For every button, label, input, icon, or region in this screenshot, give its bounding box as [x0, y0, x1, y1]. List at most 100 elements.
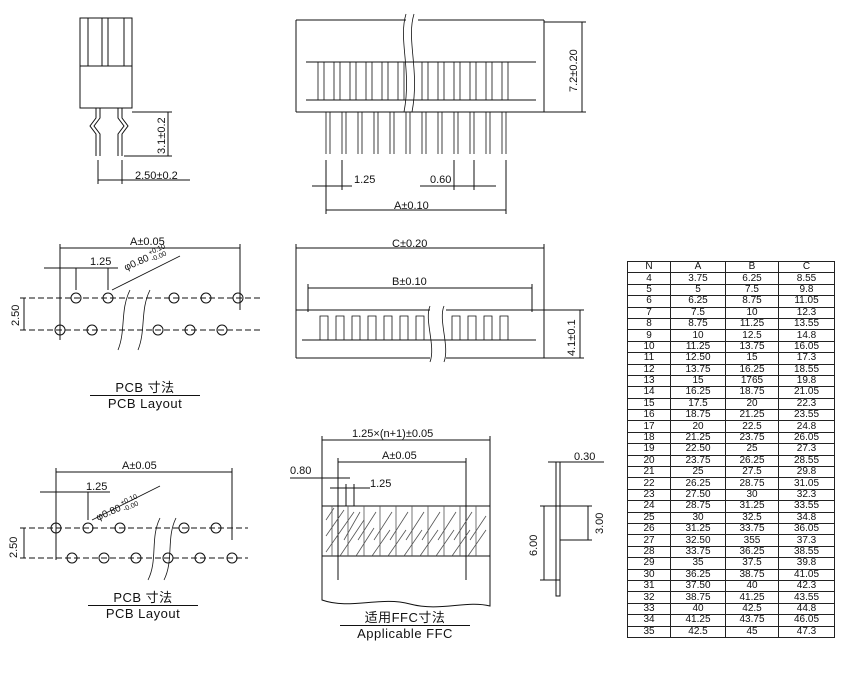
- table-cell: 32.5: [725, 511, 779, 525]
- pcb-lower-a-dim: A±0.05: [122, 460, 157, 472]
- table-cell: 11.25: [725, 317, 779, 331]
- table-cell: 26: [627, 522, 671, 536]
- table-cell: 15: [725, 352, 779, 365]
- table-cell: 33.75: [670, 545, 726, 559]
- table-cell: 41.05: [778, 568, 835, 581]
- table-cell: 7.5: [670, 306, 726, 319]
- table-cell: 12.5: [725, 329, 779, 342]
- front-pin-width-dim: 0.60: [430, 174, 452, 186]
- table-cell: 29.8: [778, 466, 835, 479]
- table-cell: 10: [670, 329, 726, 342]
- table-cell: 36.25: [725, 545, 779, 559]
- table-cell: 13.75: [725, 340, 779, 354]
- table-cell: 17: [627, 420, 671, 433]
- table-cell: 46.05: [778, 614, 835, 627]
- table-cell: 5: [670, 283, 726, 297]
- table-cell: 45: [725, 625, 779, 638]
- table-cell: 26.05: [778, 431, 835, 445]
- table-cell: 42.5: [670, 625, 726, 638]
- ffc-width-dim: 1.25×(n+1)±0.05: [352, 428, 434, 440]
- table-cell: 28.55: [778, 454, 835, 468]
- table-cell: 32.3: [778, 488, 835, 502]
- table-cell: 23.75: [670, 454, 726, 468]
- ffc-a-dim: A±0.05: [382, 450, 417, 462]
- table-cell: 355: [725, 534, 779, 547]
- table-cell: 11: [627, 352, 671, 365]
- table-cell: 29: [627, 557, 671, 570]
- table-cell: 15: [627, 397, 671, 411]
- table-cell: 22.50: [670, 443, 726, 456]
- table-cell: 30: [627, 568, 671, 581]
- front-view: [295, 13, 586, 214]
- table-cell: 40: [670, 602, 726, 616]
- table-cell: 18.55: [778, 363, 835, 376]
- table-cell: 25: [627, 511, 671, 525]
- table-cell: 22.5: [725, 420, 779, 433]
- side-height-dim: 3.1±0.2: [156, 117, 168, 154]
- table-cell: 12.50: [670, 352, 726, 365]
- table-cell: 13.55: [778, 317, 835, 331]
- table-cell: 20: [670, 420, 726, 433]
- table-cell: 40: [725, 579, 779, 593]
- table-cell: 38.55: [778, 545, 835, 559]
- table-cell: 37.50: [670, 579, 726, 593]
- table-cell: 24: [627, 500, 671, 513]
- pcb-lower-caption-en: PCB Layout: [105, 606, 181, 621]
- table-cell: 24.8: [778, 420, 835, 433]
- table-cell: 16.25: [725, 363, 779, 376]
- table-cell: 28: [627, 545, 671, 559]
- table-cell: 31.05: [778, 477, 835, 490]
- table-cell: 33.55: [778, 500, 835, 513]
- front-a-dim: A±0.10: [394, 200, 429, 212]
- table-cell: 11.05: [778, 295, 835, 308]
- ffc-thickness-dim: 0.30: [574, 451, 596, 463]
- table-cell: 33: [627, 602, 671, 616]
- table-cell: 39.8: [778, 557, 835, 570]
- table-cell: 13: [627, 374, 671, 388]
- pcb-layout-lower: [20, 468, 248, 581]
- ffc-caption: 适用FFC寸法 Applicable FFC: [340, 610, 470, 641]
- table-cell: 4: [627, 272, 671, 285]
- table-cell: 17.5: [670, 397, 726, 411]
- table-cell: 30: [725, 488, 779, 502]
- table-cell: 10: [627, 340, 671, 354]
- table-cell: 8.55: [778, 272, 835, 285]
- table-cell: 38.75: [725, 568, 779, 581]
- table-cell: 9.8: [778, 283, 835, 297]
- table-cell: 23.75: [725, 431, 779, 445]
- table-cell: 9: [627, 329, 671, 342]
- table-cell: 6: [627, 295, 671, 308]
- table-cell: 28.75: [670, 500, 726, 513]
- table-cell: 34: [627, 614, 671, 627]
- table-cell: 25: [670, 466, 726, 479]
- ffc-edge-dim: 0.80: [290, 465, 312, 477]
- table-cell: 13.75: [670, 363, 726, 376]
- ffc-drawing: [290, 436, 604, 608]
- table-cell: 35: [627, 625, 671, 638]
- table-cell: 42.3: [778, 579, 835, 593]
- top-depth-dim: 4.1±0.1: [566, 319, 578, 356]
- table-cell: 19: [627, 443, 671, 456]
- pcb-upper-caption-en: PCB Layout: [107, 396, 183, 411]
- table-cell: 21: [627, 466, 671, 479]
- table-cell: 32: [627, 591, 671, 604]
- table-cell: 35: [670, 557, 726, 570]
- table-cell: 20: [725, 397, 779, 411]
- table-cell: 16.05: [778, 340, 835, 354]
- top-c-dim: C±0.20: [392, 238, 428, 250]
